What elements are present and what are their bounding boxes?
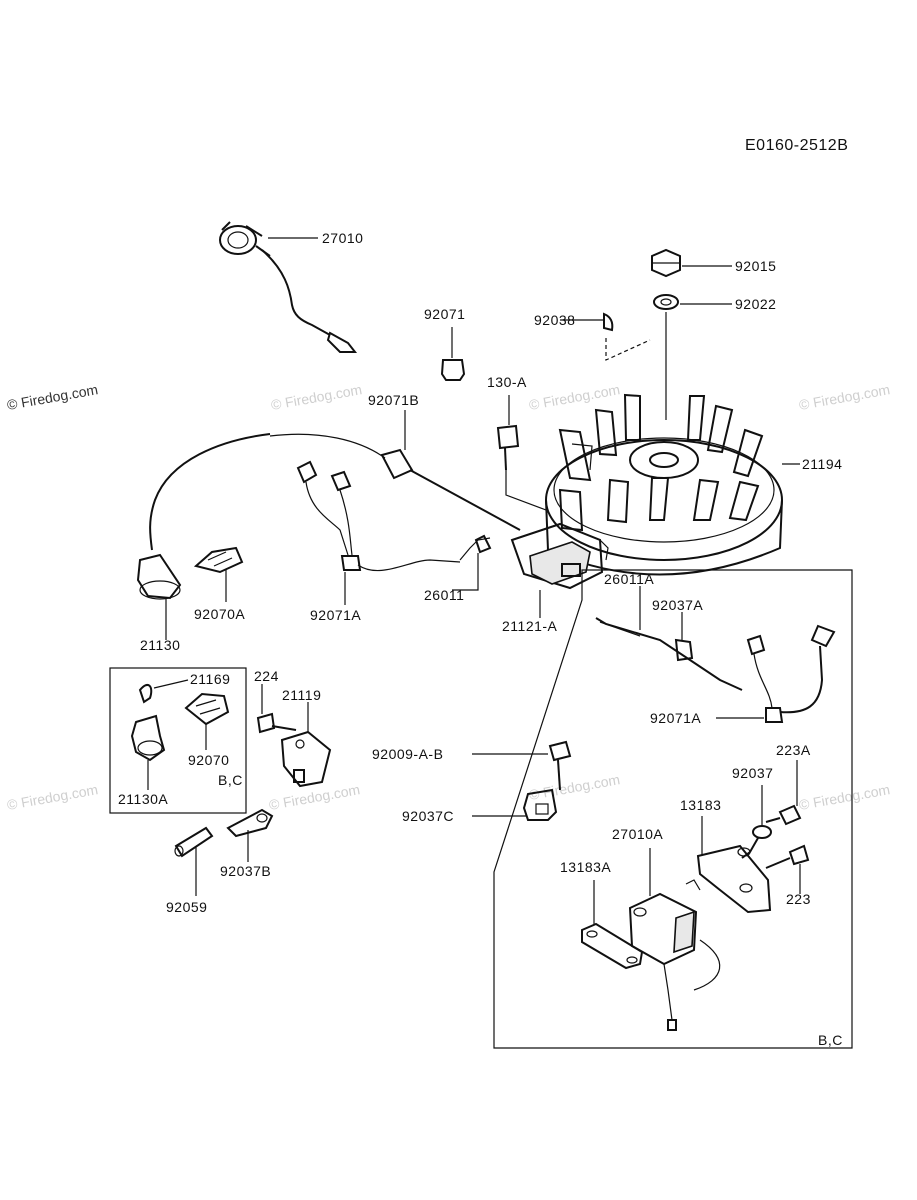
label-27010: 27010: [322, 230, 363, 246]
label-92070: 92070: [188, 752, 229, 768]
watermark-mid: © Firedog.com: [528, 381, 621, 413]
watermark-lower-right: © Firedog.com: [798, 781, 891, 813]
part-27010-wire-cap: [219, 221, 358, 353]
part-92022-washer: [653, 294, 732, 310]
label-92009AB: 92009-A-B: [372, 746, 443, 762]
frame-right-bc: [493, 569, 853, 1049]
part-ht-lead: [149, 433, 271, 551]
part-223-screw: [765, 844, 810, 894]
part-92071B-grommet: [269, 410, 521, 531]
label-92071A-right: 92071A: [650, 710, 701, 726]
part-21130-plug-cap: [136, 553, 182, 640]
label-92022: 92022: [735, 296, 776, 312]
label-bc-right: B,C: [818, 1032, 843, 1048]
label-224: 224: [254, 668, 279, 684]
diagram-code: E0160-2512B: [745, 137, 848, 154]
label-92070A: 92070A: [194, 606, 245, 622]
part-92015-nut: [651, 248, 732, 278]
label-92071B: 92071B: [368, 392, 419, 408]
part-13183-bracket: [696, 816, 772, 914]
label-26011A: 26011A: [604, 571, 654, 587]
label-92037: 92037: [732, 765, 773, 781]
label-21130A: 21130A: [118, 791, 168, 807]
part-92037B-terminal: [226, 808, 274, 862]
label-26011: 26011: [424, 587, 464, 603]
label-27010A: 27010A: [612, 826, 663, 842]
part-223A-screw: [765, 760, 802, 826]
watermark-left: © Firedog.com: [6, 381, 99, 413]
part-92070A-spark-plug: [193, 546, 244, 602]
part-21130A-plug-cap: [130, 714, 166, 790]
part-92038-key: [560, 312, 651, 361]
label-13183: 13183: [680, 797, 721, 813]
label-21194: 21194: [802, 456, 842, 472]
label-92071A: 92071A: [310, 607, 361, 623]
label-21121A: 21121-A: [502, 618, 558, 634]
part-92071A-right-wiring: [716, 624, 836, 723]
part-92009AB-bolt: [472, 740, 572, 791]
label-223: 223: [786, 891, 811, 907]
label-13183A: 13183A: [560, 859, 611, 875]
part-130A-bolt: [496, 395, 547, 511]
label-92059: 92059: [166, 899, 207, 915]
label-92037C: 92037C: [402, 808, 454, 824]
label-92071: 92071: [424, 306, 465, 322]
label-130A: 130-A: [487, 374, 527, 390]
part-13183A-plate: [581, 880, 644, 970]
part-21119-stop-switch: [280, 702, 332, 788]
frame-left-bc: [109, 667, 247, 814]
part-21169-clip: [138, 679, 189, 704]
part-224-screw: [256, 684, 297, 734]
label-223A: 223A: [776, 742, 811, 758]
label-92037B: 92037B: [220, 863, 271, 879]
part-92059-tube: [174, 826, 214, 896]
watermark-lower-center: © Firedog.com: [268, 781, 361, 813]
part-92037C-terminal: [472, 788, 558, 821]
part-26011A-ground-wire: [595, 586, 743, 691]
watermark-right: © Firedog.com: [798, 381, 891, 413]
part-92071-grommet: [440, 327, 466, 381]
watermark-lower-mid: © Firedog.com: [528, 771, 621, 803]
part-21194-flywheel: [545, 393, 800, 576]
part-27010A-module: [628, 848, 721, 1031]
label-21119: 21119: [282, 687, 321, 703]
part-92070-spark-plug: [184, 692, 230, 750]
label-bc-left: B,C: [218, 772, 243, 788]
watermark-center: © Firedog.com: [270, 381, 363, 413]
label-92038: 92038: [534, 312, 575, 328]
label-21169: 21169: [190, 671, 230, 687]
label-21130: 21130: [140, 637, 180, 653]
label-92015: 92015: [735, 258, 776, 274]
part-21121A-ignition-coil: [510, 522, 609, 618]
label-92037A: 92037A: [652, 597, 703, 613]
part-92071A-wiring: [296, 460, 492, 605]
watermark-lower-left: © Firedog.com: [6, 781, 99, 813]
